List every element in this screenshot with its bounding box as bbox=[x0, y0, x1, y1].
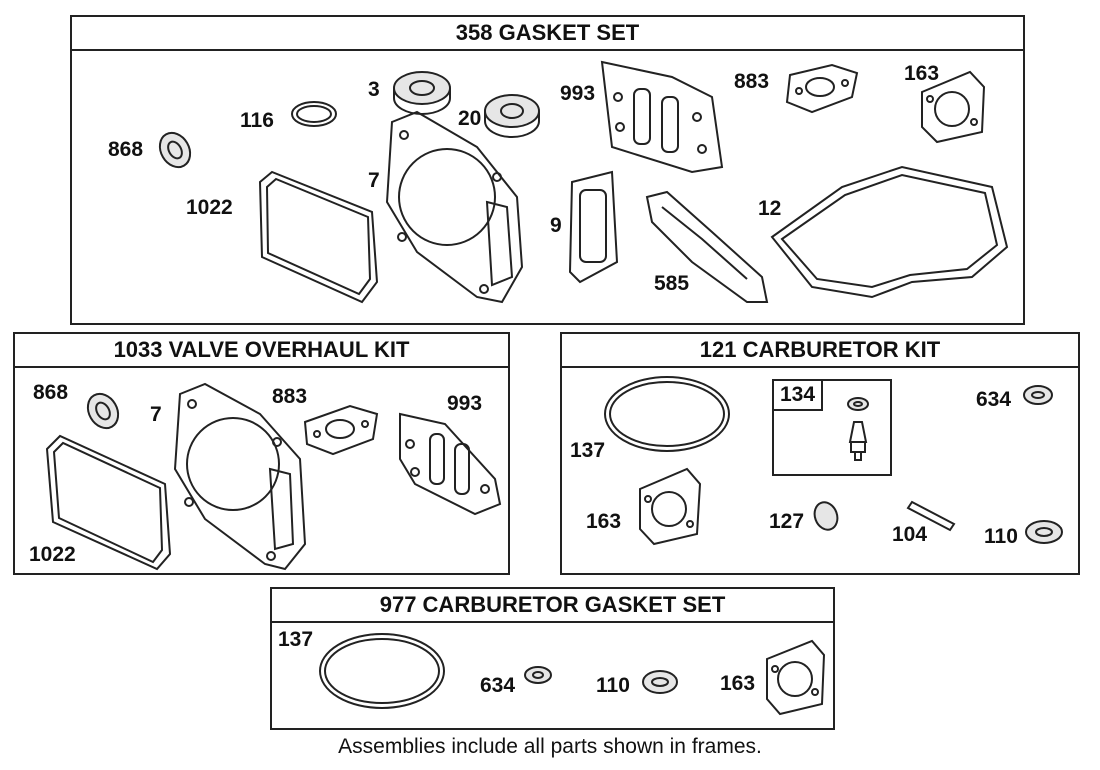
part-110-washer bbox=[642, 670, 678, 694]
part-label-163: 163 bbox=[904, 62, 940, 85]
part-127-plug bbox=[813, 501, 839, 531]
part-label-1022: 1022 bbox=[186, 196, 233, 219]
part-134-needle-seat bbox=[847, 397, 869, 461]
part-label-1022: 1022 bbox=[29, 543, 76, 566]
carb-gasket-set-frame: 977 CARBURETOR GASKET SET 137 634 110 16… bbox=[270, 587, 835, 730]
part-7-head-gasket bbox=[385, 110, 524, 304]
part-label-163: 163 bbox=[586, 510, 622, 533]
part-label-634: 634 bbox=[976, 388, 1012, 411]
part-label-12: 12 bbox=[758, 197, 782, 220]
part-label-137: 137 bbox=[570, 439, 606, 462]
part-label-883: 883 bbox=[734, 70, 770, 93]
footnote: Assemblies include all parts shown in fr… bbox=[338, 735, 762, 758]
part-label-7: 7 bbox=[150, 403, 162, 426]
part-label-883: 883 bbox=[272, 385, 308, 408]
gasket-set-title: 358 GASKET SET bbox=[72, 17, 1023, 51]
part-634-washer bbox=[1023, 385, 1053, 405]
part-163-gasket bbox=[639, 467, 702, 546]
part-163-gasket bbox=[921, 70, 986, 144]
part-883-flange bbox=[785, 63, 859, 114]
part-label-585: 585 bbox=[654, 272, 690, 295]
valve-kit-frame: 1033 VALVE OVERHAUL KIT bbox=[13, 332, 510, 575]
part-label-3: 3 bbox=[368, 78, 380, 101]
gasket-set-frame: 358 GASKET SET bbox=[70, 15, 1025, 325]
part-104-pin bbox=[906, 500, 956, 532]
part-label-993: 993 bbox=[560, 82, 596, 105]
part-label-134: 134 bbox=[774, 381, 824, 411]
carb-kit-frame: 121 CARBURETOR KIT 134 bbox=[560, 332, 1080, 575]
carb-kit-drawing bbox=[604, 376, 1063, 546]
valve-kit-drawing bbox=[45, 382, 502, 571]
part-label-868: 868 bbox=[33, 381, 69, 404]
part-1022-gasket bbox=[258, 170, 379, 304]
part-163-gasket bbox=[766, 639, 826, 716]
part-585-gasket bbox=[645, 190, 769, 303]
part-116-oring bbox=[291, 101, 337, 127]
part-label-634: 634 bbox=[480, 674, 516, 697]
carb-kit-title: 121 CARBURETOR KIT bbox=[562, 334, 1078, 368]
part-110-washer bbox=[1025, 520, 1063, 544]
part-label-110: 110 bbox=[984, 525, 1018, 548]
part-3-seal bbox=[393, 71, 451, 115]
valve-kit-title: 1033 VALVE OVERHAUL KIT bbox=[15, 334, 508, 368]
part-label-116: 116 bbox=[240, 109, 274, 132]
part-label-993: 993 bbox=[447, 392, 483, 415]
part-label-9: 9 bbox=[550, 214, 562, 237]
part-label-127: 127 bbox=[769, 510, 805, 533]
carb-gasket-set-drawing bbox=[319, 633, 826, 716]
part-20-seal bbox=[484, 94, 540, 138]
part-label-163: 163 bbox=[720, 672, 756, 695]
part-883-flange bbox=[303, 404, 379, 456]
part-label-7: 7 bbox=[368, 169, 380, 192]
part-993-plate bbox=[399, 412, 502, 516]
part-7-head-gasket bbox=[173, 382, 307, 571]
part-label-110: 110 bbox=[596, 674, 630, 697]
part-993-plate bbox=[600, 60, 724, 174]
part-label-20: 20 bbox=[458, 107, 482, 130]
part-label-137: 137 bbox=[278, 628, 314, 651]
part-137-oring bbox=[319, 633, 445, 709]
carb-gasket-set-title: 977 CARBURETOR GASKET SET bbox=[272, 589, 833, 623]
part-label-104: 104 bbox=[892, 523, 928, 546]
part-1022-gasket bbox=[45, 434, 172, 571]
gasket-set-drawing bbox=[158, 60, 1009, 304]
part-134-subassembly-box: 134 bbox=[772, 379, 892, 476]
part-868-seal bbox=[86, 392, 120, 430]
part-label-868: 868 bbox=[108, 138, 144, 161]
part-137-oring bbox=[604, 376, 730, 452]
part-9-gasket bbox=[568, 170, 619, 284]
part-12-crankcase-gasket bbox=[770, 165, 1009, 299]
part-634-washer bbox=[524, 666, 552, 684]
part-868-seal bbox=[158, 131, 192, 169]
